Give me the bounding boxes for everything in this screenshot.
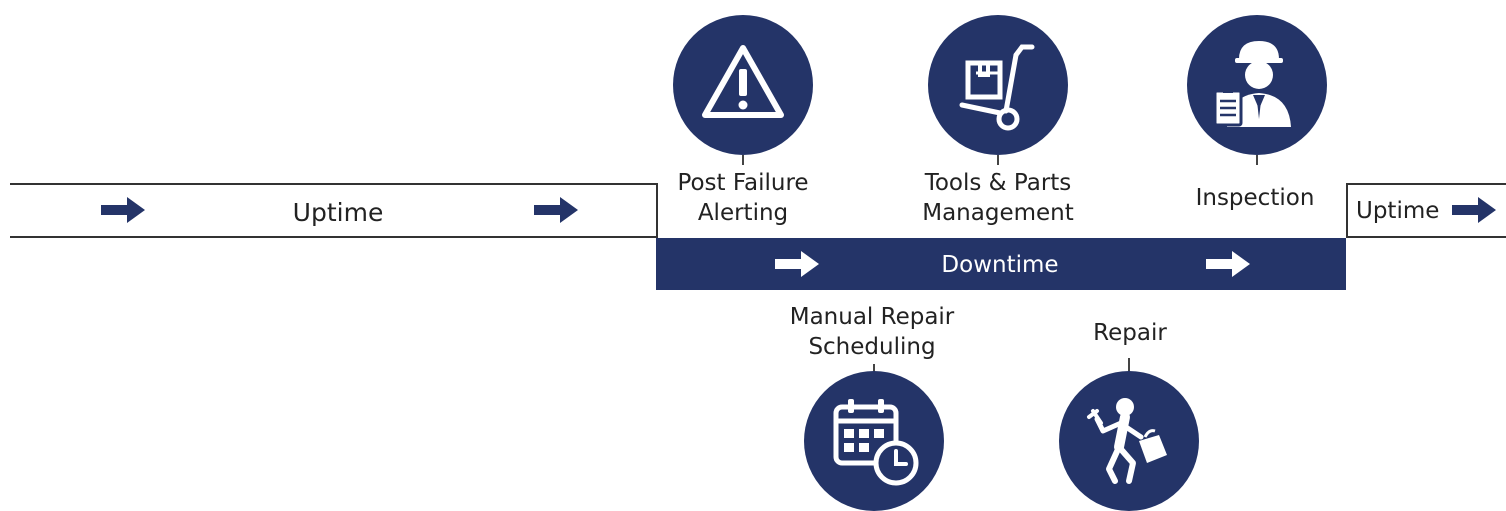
- arrow-right-icon: [101, 197, 145, 223]
- connector-line: [1128, 358, 1130, 372]
- arrow-right-icon: [1206, 251, 1250, 277]
- connector-line: [997, 155, 999, 165]
- step-label-tools-line2: Management: [922, 200, 1074, 226]
- step-label-post-failure-line1: Post Failure: [677, 170, 809, 196]
- step-label-repair: Repair: [1093, 320, 1167, 346]
- step-label-post-failure-line2: Alerting: [697, 200, 789, 226]
- connector-line: [742, 155, 744, 165]
- warning-icon: [673, 15, 813, 155]
- downtime-label: Downtime: [941, 252, 1059, 278]
- connector-line: [873, 364, 875, 372]
- step-label-manual-line2: Scheduling: [808, 334, 936, 360]
- repair-worker-icon: [1059, 371, 1199, 511]
- step-label-tools-line1: Tools & Parts: [924, 170, 1072, 196]
- uptime-label-right: Uptime: [1356, 198, 1440, 224]
- uptime-label-left: Uptime: [292, 198, 384, 227]
- hand-truck-icon: [928, 15, 1068, 155]
- calendar-clock-icon: [804, 371, 944, 511]
- arrow-right-icon: [775, 251, 819, 277]
- step-label-manual-line1: Manual Repair: [789, 304, 955, 330]
- step-label-inspection: Inspection: [1195, 185, 1315, 211]
- arrow-right-icon: [1452, 197, 1496, 223]
- arrow-right-icon: [534, 197, 578, 223]
- connector-line: [1256, 155, 1258, 165]
- inspector-icon: [1187, 15, 1327, 155]
